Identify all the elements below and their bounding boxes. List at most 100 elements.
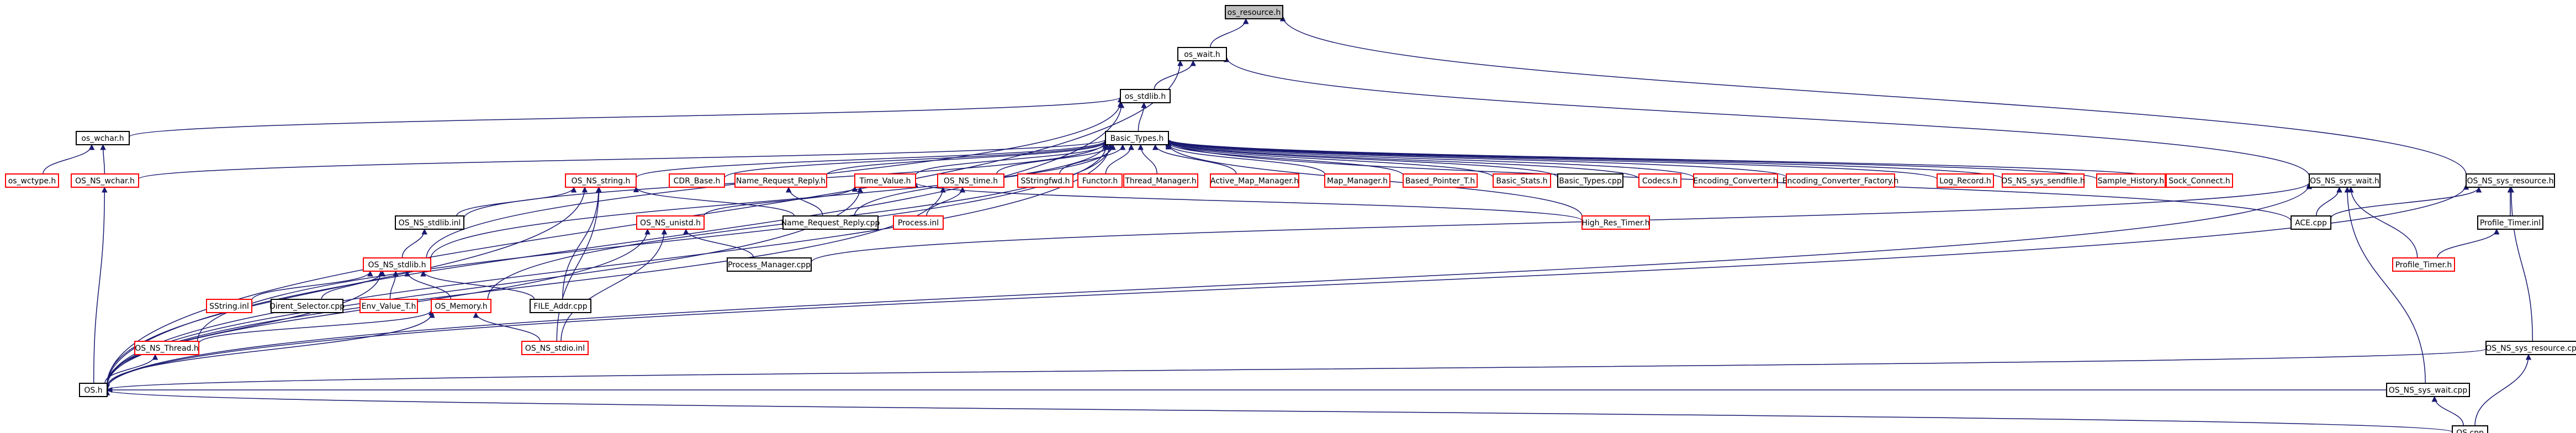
node-basic-types-h[interactable]: Basic_Types.h: [1105, 131, 1169, 145]
node-box: [5, 173, 59, 188]
node-env-value-t-h[interactable]: Env_Value_T.h: [359, 299, 418, 313]
node-os-ns-sys-resource-cpp[interactable]: OS_NS_sys_resource.cpp: [2485, 341, 2576, 355]
node-label: Process.inl: [898, 219, 939, 228]
edge-codecs_h-to-basic_types_h: [1165, 140, 1639, 179]
node-label: Based_Pointer_T.h: [1405, 177, 1475, 186]
node-box: [1017, 173, 1073, 188]
node-os-stdlib-h[interactable]: os_stdlib.h: [1120, 89, 1171, 103]
node-os-ns-unistd-h[interactable]: OS_NS_unistd.h: [636, 215, 705, 230]
node-box: [1557, 173, 1623, 188]
node-os-wctype-h[interactable]: os_wctype.h: [5, 173, 59, 188]
node-os-ns-string-h[interactable]: OS_NS_string.h: [565, 173, 637, 188]
node-label: Dirent_Selector.cpp: [269, 302, 345, 311]
node-os-ns-time-h[interactable]: OS_NS_time.h: [937, 173, 1004, 188]
node-label: os_wchar.h: [81, 134, 124, 143]
node-name-request-reply-cpp[interactable]: Name_Request_Reply.cpp: [781, 215, 880, 230]
node-thread-manager-h[interactable]: Thread_Manager.h: [1123, 173, 1198, 188]
node-sock-connect-h[interactable]: Sock_Connect.h: [2166, 173, 2233, 188]
node-box: [1105, 131, 1169, 145]
node-active-map-manager-h[interactable]: Active_Map_Manager.h: [1210, 173, 1299, 188]
node-functor-h[interactable]: Functor.h: [1077, 173, 1123, 188]
node-box: [1324, 173, 1390, 188]
node-name-request-reply-h[interactable]: Name_Request_Reply.h: [734, 173, 827, 188]
node-box: [363, 257, 431, 272]
edge-process_manager_cpp-to-os_ns_unistd_h: [683, 228, 754, 258]
edge-cdr_base_h-to-basic_types_h: [724, 140, 1109, 178]
node-label: OS_NS_stdio.inl: [525, 344, 585, 353]
node-encoding-converter-h[interactable]: Encoding_Converter.h: [1693, 173, 1778, 188]
node-label: Time_Value.h: [859, 177, 911, 186]
node-log-record-h[interactable]: Log_Record.h: [1937, 173, 1994, 188]
node-map-manager-h[interactable]: Map_Manager.h: [1324, 173, 1390, 188]
edge-os_ns_sys_wait_cpp-to-os_ns_sys_wait_h: [2344, 186, 2426, 384]
node-time-value-h[interactable]: Time_Value.h: [854, 173, 916, 188]
node-os-ns-sys-resource-h[interactable]: OS_NS_sys_resource.h: [2466, 173, 2555, 188]
edge-os_ns_stdlib_inl-to-os_ns_string_h: [456, 186, 577, 216]
node-cdr-base-h[interactable]: CDR_Base.h: [669, 173, 725, 188]
node-profile-timer-inl[interactable]: Profile_Timer.inl: [2477, 215, 2543, 230]
edge-os_h-to-time_value_h: [107, 186, 863, 387]
node-sample-history-h[interactable]: Sample_History.h: [2096, 173, 2166, 188]
node-sstringfwd-h[interactable]: SStringfwd.h: [1017, 173, 1073, 188]
node-label: OS_NS_wchar.h: [75, 177, 135, 186]
node-label: CDR_Base.h: [674, 177, 721, 186]
node-os-ns-thread-h[interactable]: OS_NS_Thread.h: [134, 341, 199, 355]
node-high-res-timer-h[interactable]: High_Res_Timer.h: [1581, 215, 1650, 230]
edge-os_ns_wchar_h-to-os_wchar_h: [100, 144, 106, 175]
edge-time_value_h-to-basic_types_h: [915, 142, 1109, 176]
edge-os_ns_unistd_h-to-time_value_h: [703, 186, 858, 216]
node-os-ns-stdio-inl[interactable]: OS_NS_stdio.inl: [521, 341, 589, 355]
node-os-h[interactable]: OS.h: [79, 383, 108, 397]
edge-sample_history_h-to-basic_types_h: [1166, 139, 2097, 179]
node-dirent-selector-cpp[interactable]: Dirent_Selector.cpp: [269, 299, 345, 313]
edge-os_ns_stdio_inl-to-os_ns_unistd_h: [560, 228, 668, 342]
node-box: [2002, 173, 2085, 188]
edge-os_ns_sys_resource_h-to-os_resource_h: [1279, 15, 2467, 175]
node-os-ns-wchar-h[interactable]: OS_NS_wchar.h: [71, 173, 139, 188]
node-os-ns-stdlib-inl[interactable]: OS_NS_stdlib.inl: [395, 215, 464, 230]
node-os-wchar-h[interactable]: os_wchar.h: [76, 131, 130, 145]
node-label: OS_Memory.h: [435, 302, 487, 311]
edge-os_ns_sys_sendfile_h-to-basic_types_h: [1166, 139, 2003, 179]
node-label: Profile_Timer.inl: [2480, 219, 2541, 228]
node-os-ns-sys-sendfile-h[interactable]: OS_NS_sys_sendfile.h: [2001, 173, 2085, 188]
edge-os_h-to-os_stdlib_h: [107, 102, 1125, 387]
node-label: os_wctype.h: [8, 177, 56, 186]
node-box: [1581, 215, 1650, 230]
node-label: Basic_Types.cpp: [1559, 177, 1622, 186]
edge-os_memory_h-to-os_ns_stdlib_h: [404, 270, 452, 300]
node-process-manager-cpp[interactable]: Process_Manager.cpp: [727, 257, 812, 272]
node-os-wait-h[interactable]: os_wait.h: [1177, 47, 1227, 61]
node-box: [271, 299, 343, 313]
node-encoding-converter-factory-h[interactable]: Encoding_Converter_Factory.h: [1782, 173, 1899, 188]
node-box: [1120, 89, 1171, 103]
node-ace-cpp[interactable]: ACE.cpp: [2291, 215, 2331, 230]
node-label: Active_Map_Manager.h: [1210, 177, 1299, 186]
node-label: Codecs.h: [1642, 177, 1678, 186]
node-box: [2392, 257, 2455, 272]
node-label: Thread_Manager.h: [1124, 177, 1196, 186]
edge-os_cpp-to-os_h: [104, 389, 2453, 433]
edge-os_ns_sys_resource_cpp-to-os_ns_sys_resource_h: [2508, 186, 2533, 342]
node-os-ns-stdlib-h[interactable]: OS_NS_stdlib.h: [363, 257, 431, 272]
edge-file_addr_cpp-to-os_ns_stdlib_h: [420, 270, 535, 300]
node-sstring-inl[interactable]: SString.inl: [206, 299, 252, 313]
node-based-pointer-t-h[interactable]: Based_Pointer_T.h: [1403, 173, 1478, 188]
node-basic-types-cpp[interactable]: Basic_Types.cpp: [1557, 173, 1623, 188]
node-box: [2166, 173, 2233, 188]
edge-based_pointer_t_h-to-basic_types_h: [1165, 141, 1404, 176]
edge-basic_types_h-to-os_stdlib_h: [1138, 102, 1147, 132]
edge-ace_cpp-to-os_ns_sys_wait_h: [2315, 186, 2342, 216]
node-profile-timer-h[interactable]: Profile_Timer.h: [2392, 257, 2455, 272]
node-file-addr-cpp[interactable]: FILE_Addr.cpp: [530, 299, 591, 313]
node-process-inl[interactable]: Process.inl: [893, 215, 944, 230]
node-os-ns-sys-wait-cpp[interactable]: OS_NS_sys_wait.cpp: [2386, 383, 2470, 397]
node-os-ns-sys-wait-h[interactable]: OS_NS_sys_wait.h: [2309, 173, 2381, 188]
node-codecs-h[interactable]: Codecs.h: [1638, 173, 1681, 188]
edge-name_request_reply_cpp-to-os_ns_string_h: [633, 186, 795, 216]
node-box: [431, 299, 491, 313]
node-os-cpp[interactable]: OS.cpp: [2452, 425, 2488, 433]
edge-encoding_converter_h-to-basic_types_h: [1166, 139, 1694, 178]
node-os-memory-h[interactable]: OS_Memory.h: [431, 299, 491, 313]
node-basic-stats-h[interactable]: Basic_Stats.h: [1493, 173, 1551, 188]
